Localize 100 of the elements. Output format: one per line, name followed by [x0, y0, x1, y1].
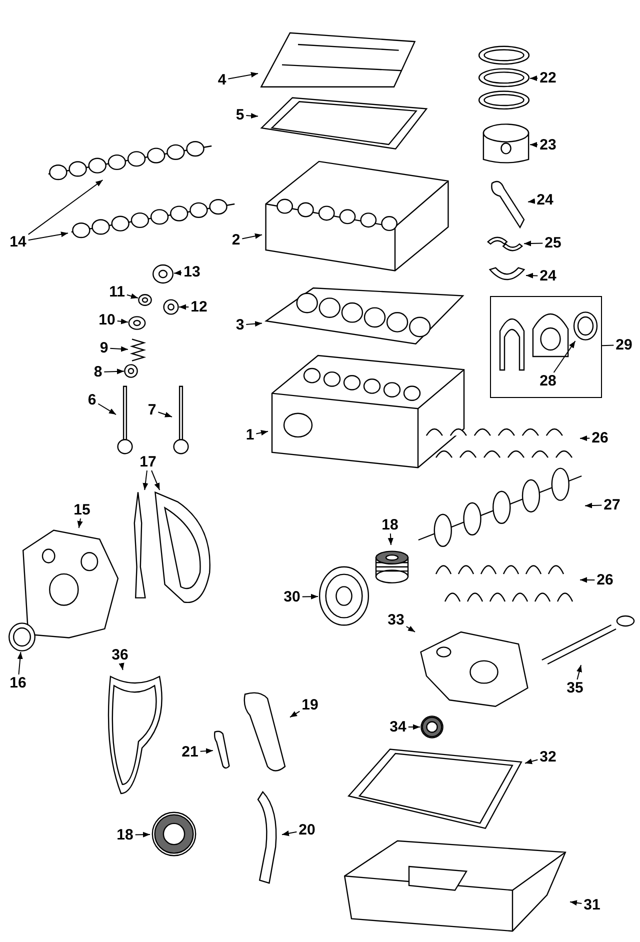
leader-arrow: [580, 435, 590, 442]
callout-number: 33: [386, 612, 406, 628]
leader-arrow: [228, 72, 258, 80]
leader-arrow: [580, 577, 596, 583]
callout-number: 9: [98, 340, 110, 356]
leader-arrow: [526, 272, 538, 278]
callout-number: 4: [216, 72, 228, 88]
callout-number: 16: [8, 676, 28, 690]
callout-number: 17: [138, 454, 158, 470]
leader-arrow: [256, 430, 268, 436]
leader-arrow: [290, 710, 300, 718]
leader-arrow: [28, 180, 104, 235]
leader-arrow: [530, 75, 538, 82]
leader-arrow: [242, 233, 262, 240]
cylinder-head-drawing: [262, 158, 452, 273]
leader-arrow: [104, 368, 124, 374]
callout-number: 6: [86, 392, 98, 408]
callout-number: 35: [566, 680, 584, 696]
callout-number: 1: [244, 428, 256, 442]
leader-arrow: [158, 412, 172, 418]
callout-number: 30: [282, 590, 302, 604]
leader-arrow: [28, 232, 68, 241]
callout-number: 8: [92, 364, 104, 380]
callout-number: 7: [146, 402, 158, 418]
callout-number: 14: [8, 234, 28, 250]
leader-arrow: [200, 748, 214, 754]
spring-drawing: [128, 338, 148, 362]
leader-arrow: [118, 662, 124, 670]
callout-number: 15: [72, 502, 92, 518]
leader-arrow: [151, 470, 160, 490]
leader-arrow: [77, 518, 83, 528]
callout-number: 2: [230, 232, 242, 248]
leader-arrow: [553, 340, 576, 373]
leader-arrow: [524, 758, 538, 764]
sprocket-drawing: [150, 810, 198, 858]
chain-guide-drawing: [213, 730, 231, 770]
leader-arrow: [528, 198, 536, 204]
callout-number: 10: [98, 312, 116, 328]
leader-arrow: [530, 142, 538, 148]
piston-drawing: [482, 122, 530, 166]
leader-arrow: [388, 533, 394, 546]
leader-arrow: [110, 346, 128, 352]
callout-number: 21: [180, 744, 200, 760]
valve-cover-drawing: [258, 30, 418, 88]
leader-arrow: [174, 270, 182, 276]
leader-arrow: [246, 321, 262, 327]
callout-number: 26: [596, 572, 614, 588]
head-gasket-drawing: [262, 285, 467, 345]
leader-arrow: [302, 594, 318, 600]
leader-arrow: [408, 724, 420, 730]
callout-number: 12: [190, 300, 208, 314]
leader-arrow: [126, 293, 138, 299]
callout-number: 36: [110, 648, 130, 662]
sprocket-drawing: [420, 715, 444, 739]
small-part-drawing: [138, 294, 152, 306]
callout-number: 13: [182, 264, 202, 280]
leader-arrow: [134, 832, 150, 838]
small-part-drawing: [128, 316, 146, 330]
pulley-drawing: [318, 565, 370, 627]
callout-number: 20: [298, 822, 316, 838]
leader-arrow: [178, 304, 190, 310]
callout-number: 22: [538, 70, 558, 86]
leader-line: [602, 344, 614, 346]
callout-number: 11: [108, 284, 126, 300]
leader-arrow: [246, 113, 258, 119]
leader-arrow: [116, 318, 128, 324]
leader-arrow: [584, 502, 602, 508]
seal-ring-drawing: [8, 622, 36, 652]
leader-arrow: [17, 652, 23, 675]
leader-arrow: [142, 470, 148, 490]
callout-number: 29: [614, 338, 634, 352]
callout-number: 24: [536, 192, 554, 208]
small-part-drawing: [124, 364, 138, 378]
callout-number: 19: [300, 698, 320, 712]
leader-arrow: [524, 240, 544, 246]
leader-arrow: [98, 403, 116, 416]
valve-drawing: [116, 385, 134, 455]
leader-arrow: [576, 664, 582, 680]
gasket-drawing: [258, 95, 430, 150]
leader-arrow: [282, 830, 298, 836]
callout-number: 32: [538, 750, 558, 764]
callout-number: 3: [234, 318, 246, 332]
callout-number: 27: [602, 498, 622, 512]
callout-number: 5: [234, 108, 246, 122]
leader-arrow: [406, 626, 416, 632]
callout-number: 31: [582, 898, 602, 912]
callout-number: 23: [538, 138, 558, 152]
seal-ring-drawing: [573, 311, 598, 341]
callout-number: 34: [388, 720, 408, 734]
callout-number: 18: [116, 828, 134, 842]
callout-number: 18: [380, 518, 400, 532]
pickup-tube-drawing: [540, 615, 635, 665]
leader-arrow: [570, 900, 582, 906]
small-part-drawing: [163, 299, 179, 315]
callout-number: 26: [590, 430, 610, 446]
valve-drawing: [172, 385, 190, 455]
callout-number: 28: [538, 374, 558, 388]
callout-number: 25: [544, 236, 562, 250]
callout-number: 24: [538, 268, 558, 284]
group-frame: [490, 296, 602, 398]
